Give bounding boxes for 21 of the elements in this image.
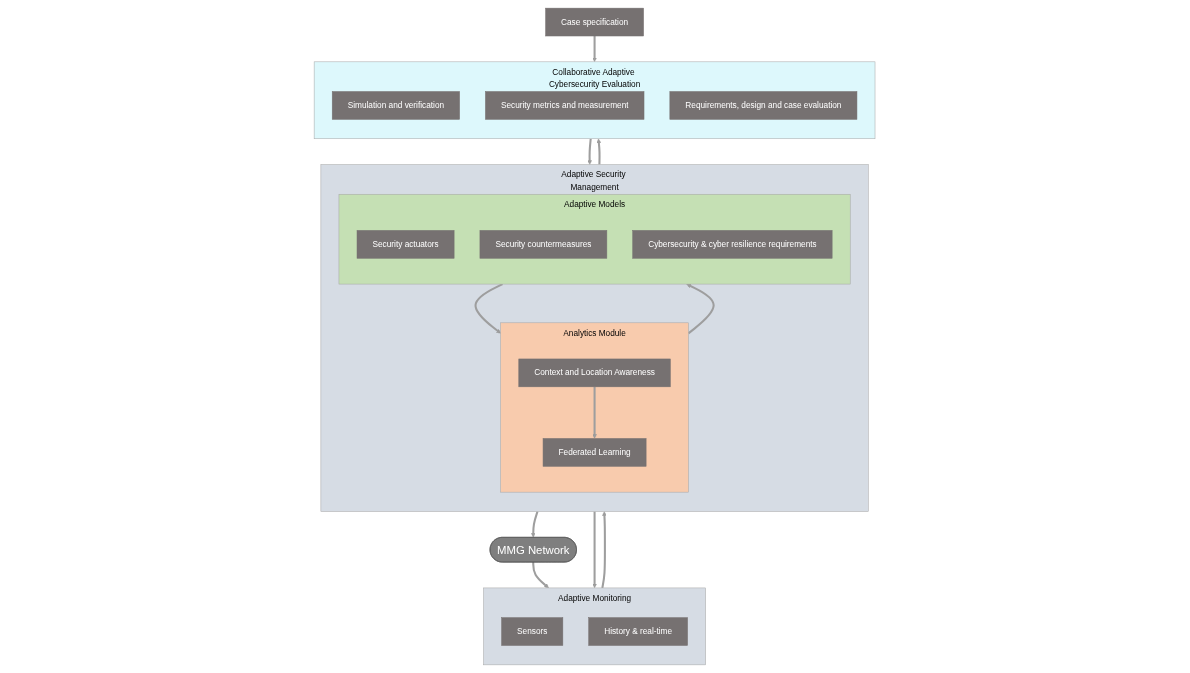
node-box: Simulation and verification bbox=[332, 91, 461, 120]
node-box: Case specification bbox=[545, 7, 645, 37]
node-box: Sensors bbox=[501, 617, 564, 646]
arrow bbox=[592, 386, 598, 439]
arrow bbox=[474, 283, 504, 334]
node-box: Security actuators bbox=[357, 230, 455, 259]
arrow bbox=[597, 138, 602, 165]
arrow bbox=[592, 511, 598, 589]
arrow bbox=[532, 562, 550, 589]
node-box: Cybersecurity & cyber resilience requirements bbox=[632, 230, 833, 259]
arrow bbox=[531, 511, 539, 538]
arrow bbox=[686, 283, 716, 335]
node-box: Federated Learning bbox=[543, 438, 647, 467]
arrow bbox=[601, 511, 608, 589]
node-box: Requirements, design and case evaluation bbox=[670, 91, 858, 120]
arrow bbox=[592, 36, 598, 63]
node-box: Security countermeasures bbox=[480, 230, 608, 259]
arrow bbox=[587, 138, 593, 165]
node-box: Security metrics and measurement bbox=[485, 91, 645, 120]
node-box: History & real-time bbox=[588, 617, 689, 646]
node-box: Context and Location Awareness bbox=[518, 358, 672, 388]
